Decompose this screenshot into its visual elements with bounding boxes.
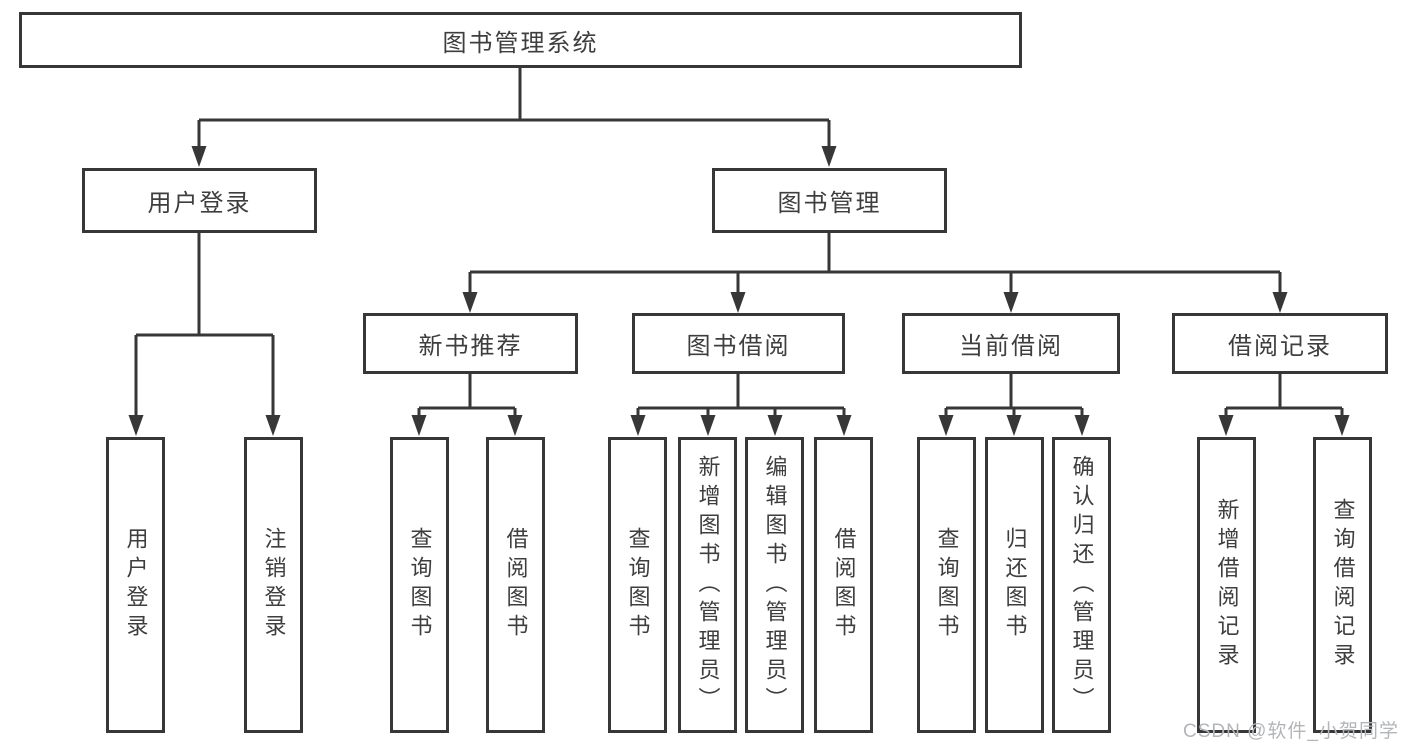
leaf-label: 用户登录 [123, 527, 149, 643]
node-leaf-confirm-return-admin: 确认归还（管理员） [1052, 437, 1111, 733]
leaf-label: 查询图书 [625, 527, 651, 643]
node-library-management-system: 图书管理系统 [19, 12, 1022, 68]
node-leaf-user-login: 用户登录 [106, 437, 165, 733]
leaf-label: 查询图书 [407, 527, 433, 643]
node-leaf-return-books: 归还图书 [985, 437, 1044, 733]
leaf-label: 借阅图书 [503, 527, 529, 643]
node-leaf-add-borrow-record: 新增借阅记录 [1197, 437, 1256, 733]
node-leaf-logout: 注销登录 [244, 437, 303, 733]
arrowheads [128, 146, 1350, 436]
csdn-watermark: CSDN @软件_小贺同学 [1183, 721, 1399, 742]
node-leaf-query-books-borrowing: 查询图书 [608, 437, 667, 733]
leaf-label: 归还图书 [1002, 527, 1028, 643]
leaf-label: 借阅图书 [831, 527, 857, 643]
node-leaf-add-book-admin: 新增图书（管理员） [678, 437, 737, 733]
leaf-label: 新增图书（管理员） [695, 454, 721, 716]
node-leaf-edit-book-admin: 编辑图书（管理员） [745, 437, 804, 733]
node-leaf-borrow-books-borrowing: 借阅图书 [814, 437, 873, 733]
node-current-borrowing: 当前借阅 [902, 313, 1120, 374]
leaf-label: 编辑图书（管理员） [762, 454, 788, 716]
node-user-login: 用户登录 [82, 168, 317, 233]
node-book-management: 图书管理 [712, 168, 947, 233]
leaf-label: 注销登录 [261, 527, 287, 643]
node-book-borrowing: 图书借阅 [632, 313, 845, 374]
node-leaf-query-books-recommend: 查询图书 [390, 437, 449, 733]
leaf-label: 查询借阅记录 [1330, 498, 1356, 672]
node-leaf-query-borrow-record: 查询借阅记录 [1313, 437, 1372, 733]
leaf-label: 新增借阅记录 [1214, 498, 1240, 672]
node-leaf-query-books-current: 查询图书 [917, 437, 976, 733]
node-borrowing-records: 借阅记录 [1172, 313, 1388, 374]
node-new-book-recommend: 新书推荐 [363, 313, 578, 374]
leaf-label: 查询图书 [934, 527, 960, 643]
node-leaf-borrow-books-recommend: 借阅图书 [486, 437, 545, 733]
leaf-label: 确认归还（管理员） [1069, 454, 1095, 716]
